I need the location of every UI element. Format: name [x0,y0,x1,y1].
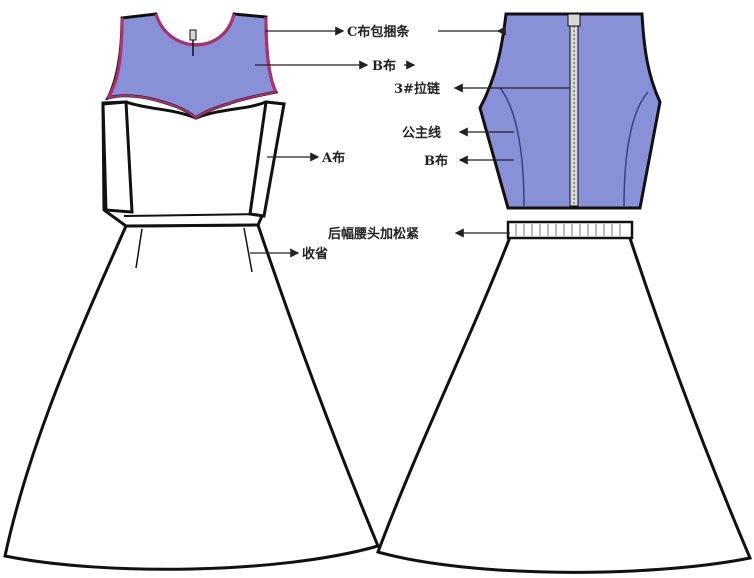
front-side-panel-right [248,100,286,218]
front-view [3,12,381,571]
front-skirt-dart [243,227,253,273]
front-side-panel-left [101,100,134,214]
back-skirt [376,230,753,574]
back-waistband [506,220,634,240]
front-armhole-binding-left [106,17,124,99]
label-princess-seam: 公主线 [402,125,441,141]
front-zipper-pull [189,29,197,41]
back-princess-seam-left [499,87,525,207]
front-armhole-binding-right [264,16,278,93]
callout-labels: C布包捆条 B布 3#拉链 公主线 A布 B布 后幅腰头加松紧 收省 [302,24,448,262]
label-yoke-fabric: B布 [372,58,396,74]
label-binding: C布包捆条 [347,24,410,40]
label-back-fabric: B布 [424,153,448,169]
label-body-fabric: A布 [321,150,345,166]
front-skirt [3,223,381,571]
front-yoke-edge-binding [107,91,277,120]
back-zipper-pull [567,13,581,27]
callout-arrows [250,26,570,258]
back-view [376,12,753,574]
label-back-waist: 后幅腰头加松紧 [328,226,419,242]
label-zipper: 3#拉链 [394,81,441,97]
label-dart: 收省 [302,246,328,262]
back-princess-seam-right [623,91,649,207]
front-waist-seam [123,213,263,217]
front-skirt-dart-left [135,228,143,269]
front-neck-binding [154,13,236,47]
back-waistband-gathers [515,224,621,236]
